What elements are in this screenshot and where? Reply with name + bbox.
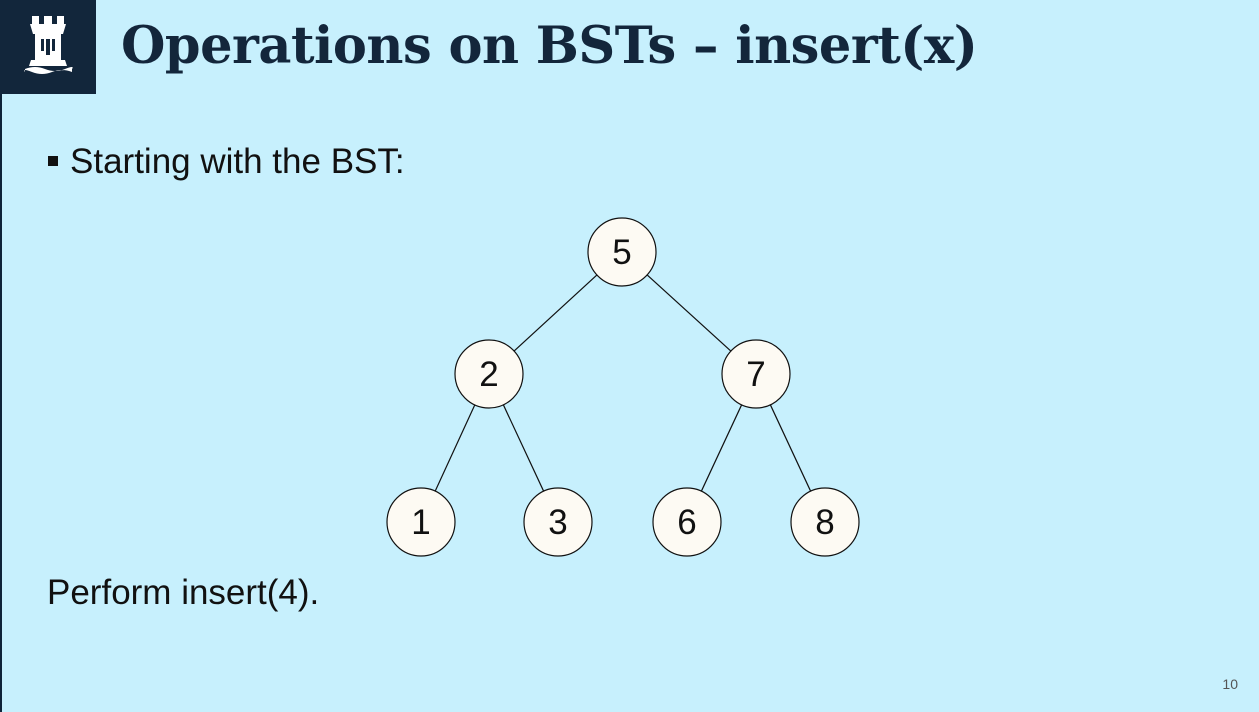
slide-number: 10 <box>1222 676 1238 692</box>
tree-node-3: 3 <box>523 487 593 557</box>
tree-node-7: 7 <box>721 339 791 409</box>
bullet-text: Starting with the BST: <box>70 142 405 181</box>
node-label: 5 <box>612 233 631 272</box>
bullet-item: Starting with the BST: <box>48 140 405 184</box>
task-text: Perform insert(4). <box>47 573 320 612</box>
node-label: 1 <box>411 503 430 542</box>
slide-title: Operations on BSTs – insert(x) <box>121 16 978 76</box>
node-label: 8 <box>815 503 834 542</box>
node-circle <box>454 339 524 409</box>
tree-node-6: 6 <box>652 487 722 557</box>
left-edge-bar <box>0 0 2 712</box>
bst-edges <box>434 274 812 492</box>
node-circle <box>523 487 593 557</box>
edge-n7-n8 <box>769 404 812 492</box>
edge-n5-n2 <box>513 274 598 352</box>
node-label: 3 <box>548 503 567 542</box>
node-circle <box>587 217 657 287</box>
node-circle <box>386 487 456 557</box>
edge-n5-n7 <box>646 274 732 352</box>
tree-node-2: 2 <box>454 339 524 409</box>
edge-n7-n6 <box>700 404 743 492</box>
edge-n2-n3 <box>502 404 545 492</box>
bullet-square-icon <box>48 155 58 166</box>
tree-node-5: 5 <box>587 217 657 287</box>
tree-node-8: 8 <box>790 487 860 557</box>
node-circle <box>652 487 722 557</box>
bst-nodes: 5 2 7 1 3 6 8 <box>386 217 860 557</box>
node-label: 7 <box>746 355 765 394</box>
node-circle <box>790 487 860 557</box>
node-circle <box>721 339 791 409</box>
castle-tower-icon <box>24 16 73 74</box>
node-label: 6 <box>677 503 696 542</box>
tree-node-1: 1 <box>386 487 456 557</box>
edge-n2-n1 <box>434 404 476 492</box>
node-label: 2 <box>479 355 498 394</box>
university-logo <box>0 0 96 94</box>
